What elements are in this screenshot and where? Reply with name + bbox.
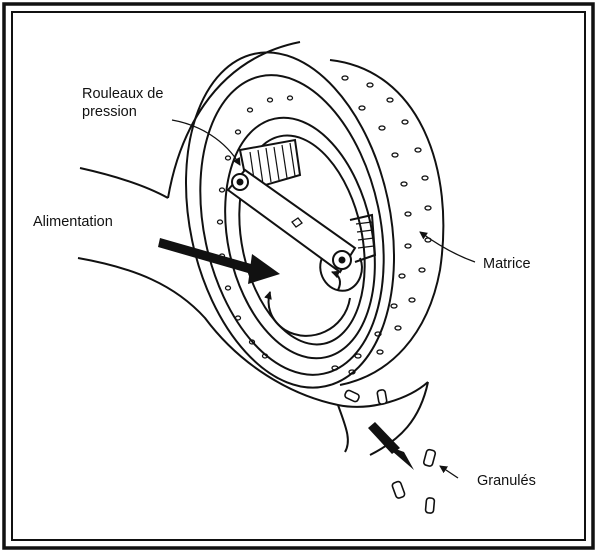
- label-rollers-line1: Rouleaux de: [82, 86, 163, 102]
- rotation-arrows: [269, 272, 350, 336]
- label-feed: Alimentation: [33, 214, 113, 230]
- label-pellets: Granulés: [477, 473, 536, 489]
- leader-lines: [172, 120, 475, 478]
- label-rollers-line2: pression: [82, 104, 137, 120]
- feed-arrow: [158, 238, 280, 284]
- output-arrow: [368, 422, 414, 470]
- label-die: Matrice: [483, 256, 531, 272]
